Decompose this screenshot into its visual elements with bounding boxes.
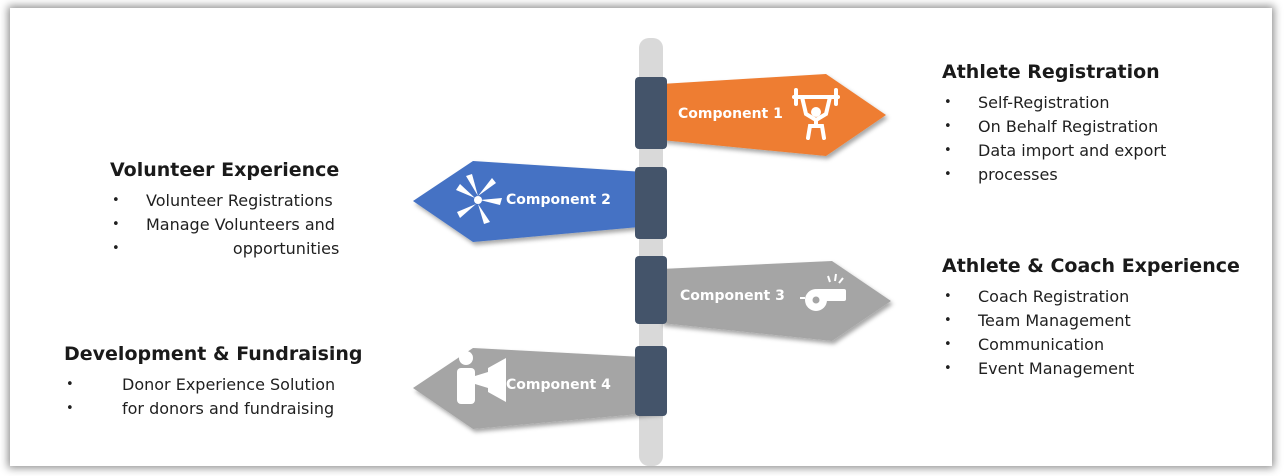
sign-label-component-3: Component 3 bbox=[680, 288, 785, 304]
volunteer-experience-block: Volunteer Experience Volunteer Registrat… bbox=[110, 159, 339, 261]
megaphone-person-icon bbox=[457, 351, 506, 404]
list-item: for donors and fundraising bbox=[64, 397, 363, 421]
sign-component-3 bbox=[661, 261, 891, 341]
sign-component-4 bbox=[413, 348, 661, 429]
weightlifter-icon bbox=[792, 88, 840, 140]
sign-component-2 bbox=[413, 161, 661, 242]
list-item: Communication bbox=[942, 333, 1240, 357]
sign-component-1 bbox=[661, 74, 886, 156]
athlete-registration-block: Athlete Registration Self-Registration O… bbox=[942, 61, 1166, 187]
team-hands-icon bbox=[456, 174, 502, 224]
athlete-coach-experience-title: Athlete & Coach Experience bbox=[942, 255, 1240, 277]
list-item: On Behalf Registration bbox=[942, 115, 1166, 139]
athlete-coach-experience-list: Coach Registration Team Management Commu… bbox=[942, 285, 1240, 381]
development-fundraising-list: Donor Experience Solution for donors and… bbox=[64, 373, 363, 421]
list-item: Coach Registration bbox=[942, 285, 1240, 309]
list-item: Data import and export bbox=[942, 139, 1166, 163]
list-item: Volunteer Registrations bbox=[110, 189, 339, 213]
bracket-component-4 bbox=[635, 346, 667, 416]
list-item: Manage Volunteers and bbox=[110, 213, 339, 237]
list-item: Event Management bbox=[942, 357, 1240, 381]
volunteer-experience-list: Volunteer Registrations Manage Volunteer… bbox=[110, 189, 339, 261]
sign-label-component-4: Component 4 bbox=[506, 377, 611, 393]
list-item: processes bbox=[942, 163, 1166, 187]
volunteer-experience-title: Volunteer Experience bbox=[110, 159, 340, 181]
whistle-icon bbox=[800, 273, 846, 311]
athlete-registration-title: Athlete Registration bbox=[942, 61, 1160, 83]
signpost-diagram: Component 1 Component 2 bbox=[413, 38, 891, 466]
athlete-coach-experience-block: Athlete & Coach Experience Coach Registr… bbox=[942, 255, 1240, 381]
development-fundraising-block: Development & Fundraising Donor Experien… bbox=[64, 343, 363, 421]
list-item: Team Management bbox=[942, 309, 1240, 333]
list-item: opportunities bbox=[110, 237, 339, 261]
slide: Component 1 Component 2 bbox=[10, 8, 1272, 466]
sign-label-component-1: Component 1 bbox=[678, 106, 783, 122]
athlete-registration-list: Self-Registration On Behalf Registration… bbox=[942, 91, 1166, 187]
list-item: Self-Registration bbox=[942, 91, 1166, 115]
list-item: Donor Experience Solution bbox=[64, 373, 363, 397]
bracket-component-3 bbox=[635, 256, 667, 324]
bracket-component-2 bbox=[635, 167, 667, 239]
sign-label-component-2: Component 2 bbox=[506, 192, 611, 208]
bracket-component-1 bbox=[635, 77, 667, 149]
development-fundraising-title: Development & Fundraising bbox=[64, 343, 363, 365]
